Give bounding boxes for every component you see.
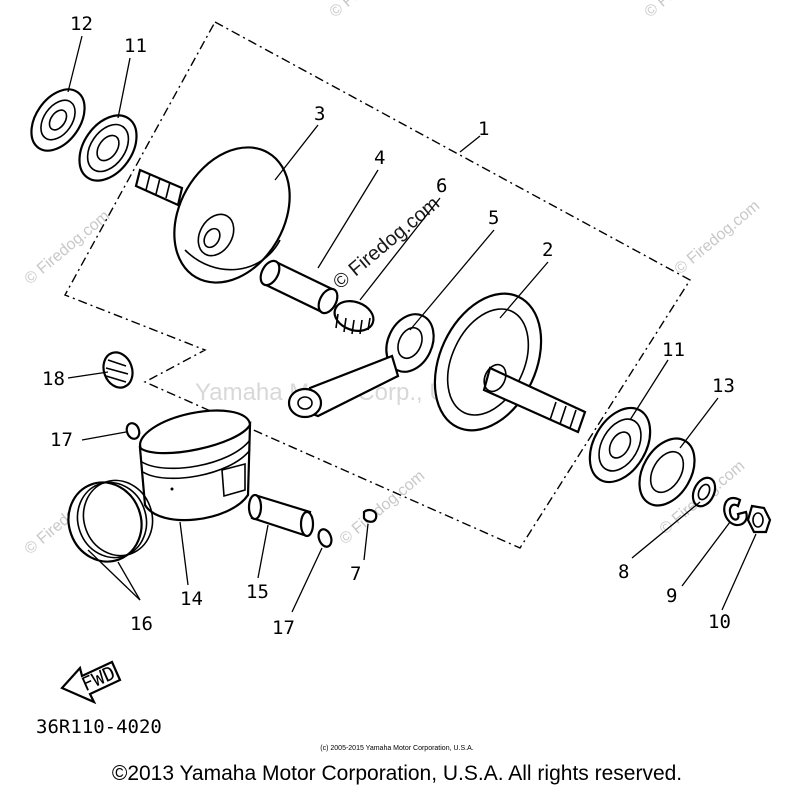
label-part-12: 13 bbox=[712, 375, 735, 397]
label-part-3: 3 bbox=[314, 103, 325, 125]
fine-print: (c) 2005-2015 Yamaha Motor Corporation, … bbox=[320, 745, 474, 752]
watermark-firedog: © Firedog.com bbox=[642, 0, 733, 21]
label-part-18: 18 bbox=[42, 368, 65, 390]
watermark-firedog: © Firedog.com bbox=[22, 207, 113, 288]
label-part-9: 9 bbox=[666, 585, 677, 607]
label-part-11-right: 11 bbox=[662, 339, 685, 361]
label-part-11-left: 11 bbox=[124, 35, 147, 57]
crank-half-3-icon bbox=[134, 146, 291, 284]
crank-pin-4-icon bbox=[259, 259, 339, 315]
circlip-17-lower-icon bbox=[317, 528, 333, 548]
piston-14-icon bbox=[138, 409, 252, 522]
watermark-firedog: © Firedog.com bbox=[329, 192, 444, 293]
woodruff-key-7-icon bbox=[362, 508, 378, 523]
label-part-13: 12 bbox=[70, 13, 93, 35]
circlip-17-upper-icon bbox=[125, 422, 141, 440]
watermark-firedog: © Firedog.com bbox=[337, 467, 428, 548]
label-part-1: 1 bbox=[478, 118, 489, 140]
needle-bearing-6-icon bbox=[333, 300, 375, 335]
label-part-4: 4 bbox=[374, 147, 385, 169]
watermark-firedog: © Firedog.com bbox=[327, 0, 418, 21]
label-part-6: 6 bbox=[436, 175, 447, 197]
watermark-firedog: © Firedog.com bbox=[672, 197, 763, 278]
label-part-8: 8 bbox=[618, 561, 629, 583]
copyright-notice: ©2013 Yamaha Motor Corporation, U.S.A. A… bbox=[111, 762, 683, 785]
connecting-rod-5-icon bbox=[287, 313, 435, 419]
label-part-17-lower: 17 bbox=[272, 617, 295, 639]
bearing-11-left-icon bbox=[78, 114, 138, 182]
label-part-10: 10 bbox=[708, 611, 731, 633]
label-part-16: 16 bbox=[130, 613, 153, 635]
lock-washer-9-icon bbox=[723, 497, 748, 527]
diagram-code: 36R110-4020 bbox=[36, 716, 162, 738]
leader-lines bbox=[67, 35, 757, 613]
label-part-7: 7 bbox=[350, 563, 361, 585]
label-part-15: 15 bbox=[246, 581, 269, 603]
label-part-5: 5 bbox=[488, 207, 499, 229]
label-part-2: 2 bbox=[542, 239, 553, 261]
small-end-bearing-18-icon bbox=[102, 351, 134, 389]
label-part-14: 14 bbox=[180, 588, 203, 610]
fwd-arrow-icon: FWD bbox=[60, 660, 122, 705]
nut-10-icon bbox=[746, 504, 772, 534]
piston-rings-16-icon bbox=[67, 479, 154, 563]
crank-half-2-icon bbox=[433, 292, 587, 434]
piston-pin-15-icon bbox=[247, 493, 315, 538]
part-labels: 12 11 3 1 4 6 5 2 11 13 18 17 7 8 14 15 … bbox=[42, 13, 735, 639]
oil-seal-13-icon bbox=[30, 88, 86, 152]
bearing-11-right-icon bbox=[588, 406, 652, 484]
label-part-17-upper: 17 bbox=[50, 429, 73, 451]
washer-8-icon bbox=[691, 476, 717, 508]
assembly-outline bbox=[64, 21, 691, 549]
